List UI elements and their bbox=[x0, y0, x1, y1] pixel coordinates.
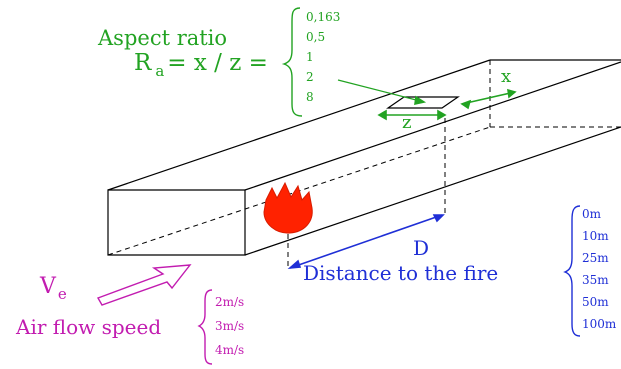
speed-brace bbox=[197, 289, 213, 365]
distance-brace bbox=[563, 205, 581, 337]
aspect-pointer-line bbox=[337, 79, 425, 103]
tunnel-outline bbox=[107, 59, 621, 256]
aspect-formula-text: = x / z = bbox=[167, 50, 268, 76]
distance-arrow-head-right bbox=[432, 214, 445, 223]
distance-value: 50m bbox=[582, 295, 609, 309]
distance-d-label: D bbox=[413, 236, 430, 260]
aspect-value: 0,163 bbox=[306, 10, 341, 24]
distance-arrow bbox=[287, 214, 445, 270]
speed-value: 4m/s bbox=[215, 343, 245, 357]
distance-value: 0m bbox=[582, 207, 602, 221]
x-arrow-line bbox=[461, 91, 516, 105]
air-flow-arrow bbox=[96, 264, 192, 306]
z-arrow-head-left bbox=[377, 109, 387, 121]
x-label: x bbox=[501, 66, 512, 87]
distance-value: 35m bbox=[582, 273, 609, 287]
speed-value: 2m/s bbox=[215, 295, 245, 309]
tunnel-front-face bbox=[107, 189, 246, 256]
aspect-title: Aspect ratio bbox=[98, 26, 228, 50]
tunnel-bottom-right-edge bbox=[244, 126, 621, 256]
flow-v: V bbox=[40, 274, 56, 299]
z-arrow-head-right bbox=[437, 109, 447, 121]
aspect-pointer-head bbox=[414, 95, 427, 106]
flow-subscript: e bbox=[57, 285, 67, 303]
speed-value: 3m/s bbox=[215, 319, 245, 333]
aspect-value: 1 bbox=[306, 50, 314, 64]
distance-arrow-head-left bbox=[287, 259, 302, 270]
aspect-value: 2 bbox=[306, 70, 314, 84]
roof-opening bbox=[386, 96, 460, 109]
fire-icon bbox=[263, 181, 313, 234]
x-arrow-head-right bbox=[507, 88, 517, 99]
dimension-arrows bbox=[337, 79, 517, 121]
distance-arrow-line bbox=[289, 214, 443, 269]
aspect-value: 0,5 bbox=[306, 30, 326, 44]
flow-label: Air flow speed bbox=[16, 315, 162, 339]
aspect-subscript: a bbox=[155, 62, 165, 80]
z-label: z bbox=[402, 112, 412, 133]
distance-value: 100m bbox=[582, 317, 617, 331]
distance-value: 25m bbox=[582, 251, 609, 265]
aspect-brace bbox=[281, 7, 303, 117]
tunnel-top-right-edge bbox=[244, 61, 621, 191]
tunnel-top-left-edge bbox=[107, 59, 491, 191]
aspect-r: R bbox=[134, 50, 152, 76]
aspect-value: 8 bbox=[306, 90, 314, 104]
distance-value: 10m bbox=[582, 229, 609, 243]
distance-label: Distance to the fire bbox=[303, 261, 499, 285]
x-arrow-head-left bbox=[460, 99, 472, 110]
